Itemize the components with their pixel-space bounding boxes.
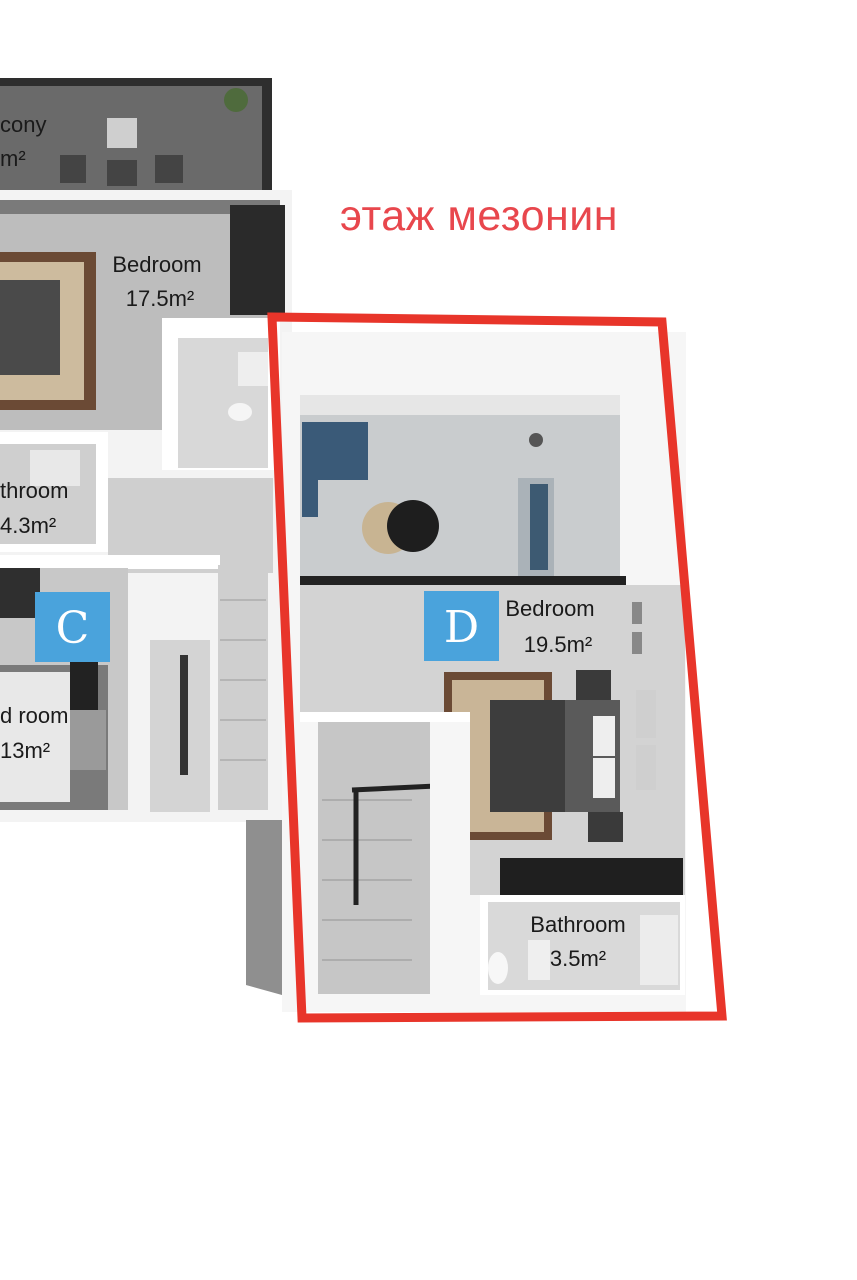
bathroom-left-area: 4.3m²	[0, 513, 56, 538]
page-title: этаж мезонин	[340, 192, 619, 240]
shower	[640, 915, 678, 985]
toilet	[488, 952, 508, 984]
bathroom-d-area: 3.5m²	[550, 946, 606, 971]
bedroom-c-name: d room	[0, 703, 68, 728]
zone-label-d: D	[444, 602, 479, 653]
balcony	[0, 78, 272, 190]
bedroom-top-area: 17.5m²	[126, 286, 194, 311]
balcony-table	[107, 118, 137, 148]
zone-badge-d: D	[424, 591, 499, 661]
bed	[0, 280, 60, 375]
zone-badge-c: C	[35, 592, 110, 662]
coffee-table	[387, 500, 439, 552]
mezzanine-d	[246, 332, 686, 1012]
bedroom-c-area: 13m²	[0, 738, 50, 763]
bedroom-d-area: 19.5m²	[524, 632, 592, 657]
wardrobe	[230, 205, 285, 315]
nightstand	[576, 670, 611, 700]
left-building	[0, 190, 292, 822]
bathroom-d-name: Bathroom	[530, 912, 625, 937]
bathroom-left-name: throom	[0, 478, 68, 503]
bed-c	[0, 672, 70, 802]
bedroom-top-name: Bedroom	[112, 252, 201, 277]
zone-label-c: C	[56, 603, 90, 654]
highlight-outline	[267, 312, 727, 1023]
railing	[300, 576, 626, 585]
plant-icon	[224, 88, 248, 112]
balcony-area: m²	[0, 146, 26, 171]
balcony-name: cony	[0, 112, 46, 137]
dresser	[500, 858, 683, 896]
bedroom-d-name: Bedroom	[505, 596, 594, 621]
